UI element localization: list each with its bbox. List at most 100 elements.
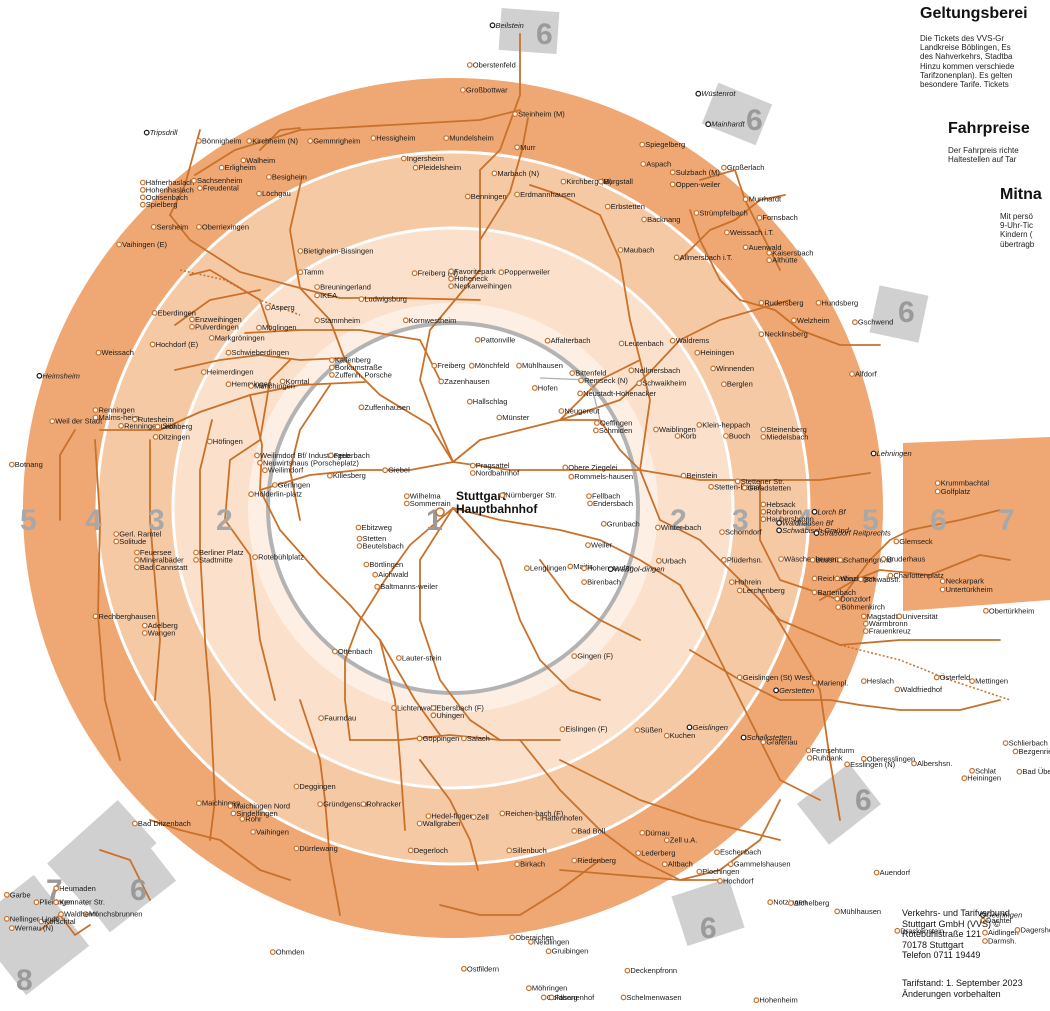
station-marker bbox=[558, 408, 565, 414]
station-label: Drackenstein bbox=[900, 926, 944, 935]
station-label: Warmbronn bbox=[869, 619, 908, 628]
station-marker bbox=[139, 201, 146, 208]
station-label: Mühlhausen bbox=[522, 361, 563, 370]
station-marker bbox=[314, 292, 321, 299]
station-label: Weilimdorf bbox=[268, 466, 304, 475]
station-marker bbox=[225, 381, 232, 388]
station-marker bbox=[262, 467, 268, 474]
station-marker bbox=[736, 674, 743, 681]
station-marker bbox=[328, 452, 334, 459]
station-marker bbox=[499, 810, 506, 817]
station-label: Hofen bbox=[538, 383, 558, 392]
station-marker bbox=[806, 755, 813, 761]
station-marker bbox=[982, 929, 988, 936]
station-marker bbox=[218, 164, 225, 171]
station-label: Degerloch bbox=[414, 846, 448, 855]
station-label: Gingen (F) bbox=[577, 652, 613, 661]
station-label: Pattonville bbox=[481, 335, 516, 344]
station-label: Häfnerhaslach bbox=[146, 178, 194, 187]
station-marker bbox=[597, 178, 604, 185]
station-label: Straßdorf Reitprechts bbox=[820, 529, 892, 538]
station-label: Urbach bbox=[662, 556, 686, 565]
station-marker bbox=[329, 372, 335, 378]
station-marker bbox=[663, 732, 670, 739]
station-label: Oppen-weiler bbox=[676, 180, 721, 189]
station-marker bbox=[152, 434, 159, 440]
station-marker bbox=[189, 323, 195, 330]
station-label: Weilimdorf Bf/ Industriegeb. bbox=[260, 451, 352, 460]
station-label: Grunbach bbox=[607, 519, 640, 528]
station-label: Kirchberg (M) bbox=[566, 177, 612, 186]
station-marker bbox=[468, 362, 475, 369]
station-marker bbox=[265, 304, 271, 311]
zone-7-tab bbox=[903, 437, 1050, 611]
station-label: Möglingen bbox=[262, 323, 297, 332]
station-label: Wäßgol-dingen bbox=[614, 565, 665, 574]
station-marker bbox=[396, 655, 402, 661]
station-label: Spiegelberg bbox=[645, 140, 685, 149]
station-marker bbox=[363, 561, 370, 568]
station-marker bbox=[196, 185, 203, 192]
station-label: Untertürkheim bbox=[946, 585, 993, 594]
station-label: Ohmden bbox=[276, 948, 305, 957]
station-label: Rechberghausen bbox=[99, 612, 156, 621]
station-label: Bezgenriet bbox=[1019, 747, 1050, 756]
station-marker bbox=[766, 249, 773, 256]
station-marker bbox=[680, 472, 687, 479]
station-marker bbox=[431, 362, 438, 369]
station-label: Schwabstr. bbox=[864, 575, 901, 584]
station-label: Oberesslingen bbox=[867, 754, 915, 763]
station-label: Lauter-stein bbox=[402, 654, 442, 663]
station-marker bbox=[38, 918, 45, 925]
station-marker bbox=[982, 938, 988, 944]
station-label: Winzingen bbox=[840, 574, 875, 583]
station-label: Bussnau bbox=[816, 555, 845, 564]
station-marker bbox=[860, 613, 867, 620]
station-marker bbox=[862, 628, 869, 634]
station-label: Schorndorf bbox=[725, 528, 763, 537]
station-label: Alfdorf bbox=[855, 370, 878, 379]
station-marker bbox=[911, 760, 917, 767]
station-marker bbox=[448, 283, 455, 290]
station-marker bbox=[767, 899, 774, 906]
station-label: Maichingen bbox=[202, 799, 240, 808]
zone-label-6-se: 6 bbox=[855, 784, 872, 817]
station-label: Gemmrigheim bbox=[313, 136, 360, 145]
station-label: Ebersbach (F) bbox=[436, 703, 484, 712]
station-label: Bietigheim-Bissingen bbox=[303, 247, 373, 256]
station-marker bbox=[133, 557, 140, 563]
station-marker bbox=[933, 674, 940, 681]
station-label: Stetten-Beinst. bbox=[714, 482, 763, 491]
station-marker bbox=[834, 595, 841, 602]
station-marker bbox=[113, 531, 120, 537]
station-label: Malms-heim bbox=[99, 413, 140, 422]
station-marker bbox=[655, 524, 661, 531]
station-marker bbox=[778, 556, 784, 562]
station-label: Asperg bbox=[271, 303, 295, 312]
station-marker bbox=[773, 687, 779, 694]
station-marker bbox=[133, 549, 140, 556]
station-label: Aidlingen bbox=[988, 928, 1019, 937]
station-label: Schattengrund bbox=[843, 555, 892, 564]
station-label: Goldberg bbox=[547, 993, 578, 1002]
station-marker bbox=[528, 939, 534, 945]
station-label: Ottenbach bbox=[338, 647, 373, 656]
station-label: Weiler bbox=[591, 541, 613, 550]
station-marker bbox=[425, 813, 432, 819]
station-marker bbox=[139, 186, 146, 193]
station-label: Zell bbox=[477, 813, 489, 822]
station-marker bbox=[669, 337, 676, 344]
station-label: Renningen Süd bbox=[124, 421, 176, 430]
station-marker bbox=[980, 912, 986, 918]
station-label: Ochsenbach bbox=[146, 193, 188, 202]
station-label: Favoritepark bbox=[454, 267, 496, 276]
station-marker bbox=[36, 372, 43, 379]
zone-label-6-s: 6 bbox=[700, 912, 717, 945]
station-label: Obere Ziegelei bbox=[568, 463, 618, 472]
station-marker bbox=[604, 203, 611, 210]
station-marker bbox=[248, 491, 255, 498]
station-label: Allmersbach i.T. bbox=[680, 253, 733, 262]
station-label: Plochingen bbox=[702, 867, 739, 876]
station-marker bbox=[266, 174, 272, 180]
